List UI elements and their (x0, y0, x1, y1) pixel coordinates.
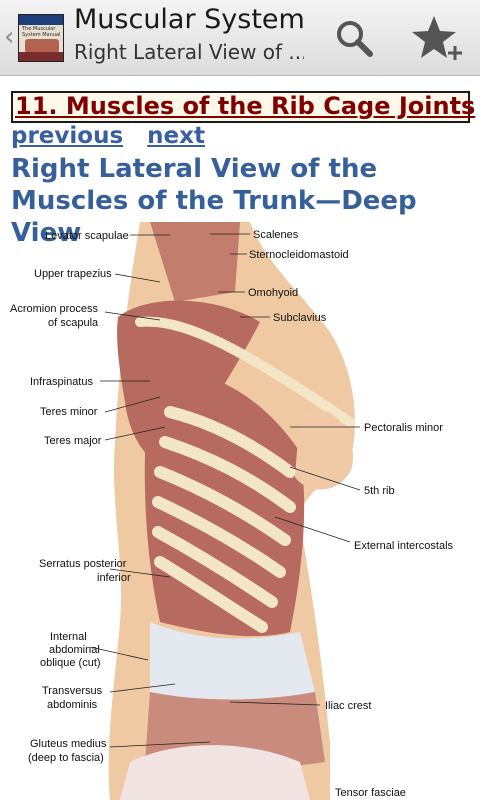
next-link[interactable]: next (147, 123, 205, 149)
chevron-left-icon[interactable]: ‹ (4, 22, 15, 52)
add-favorite-button[interactable] (410, 12, 468, 64)
label-sternocleidomastoid: Sternocleidomastoid (249, 249, 349, 261)
previous-link[interactable]: previous (11, 123, 124, 149)
label-pectoralis-minor: Pectoralis minor (364, 422, 443, 434)
label-internal-oblique-3: oblique (cut) (40, 657, 101, 669)
label-5th-rib: 5th rib (364, 485, 395, 497)
label-serratus-posterior: Serratus posterior (39, 558, 127, 570)
app-icon[interactable]: The Muscular System Manual (18, 14, 64, 62)
page-heading: Right Lateral View of the Muscles of the… (11, 154, 417, 248)
label-transversus-abdominis-2: abdominis (47, 699, 98, 711)
app-title: Muscular System (74, 4, 305, 35)
label-acromion-process: Acromion process (10, 303, 99, 315)
label-omohyoid: Omohyoid (248, 287, 298, 299)
search-icon (337, 21, 373, 57)
anatomy-figure: Levator scapulae Scalenes Sternocleidoma… (0, 222, 480, 800)
search-button[interactable] (330, 14, 380, 62)
star-add-icon (412, 16, 462, 60)
app-icon-text: The Muscular System Manual (22, 26, 61, 38)
content-area: 11. Muscles of the Rib Cage Joints previ… (0, 77, 480, 800)
label-teres-minor: Teres minor (40, 406, 98, 418)
label-internal-oblique-2: abdominal (49, 644, 100, 656)
app-icon-band (19, 15, 63, 25)
label-teres-major: Teres major (44, 435, 102, 447)
app-icon-band-bottom (19, 52, 63, 61)
label-transversus-abdominis: Transversus (42, 685, 103, 697)
label-serratus-posterior-2: inferior (97, 572, 131, 584)
anatomy-illustration: Levator scapulae Scalenes Sternocleidoma… (10, 222, 454, 800)
chapter-title-link[interactable]: 11. Muscles of the Rib Cage Joints (15, 92, 476, 120)
label-tensor-fasciae: Tensor fasciae (335, 787, 406, 799)
app-subtitle: Right Lateral View of ... (74, 40, 304, 64)
label-gluteus-medius-2: (deep to fascia) (28, 752, 104, 764)
label-levator-scapulae: Levator scapulae (45, 230, 129, 242)
action-bar: ‹ The Muscular System Manual Muscular Sy… (0, 0, 480, 76)
label-acromion-process-2: of scapula (48, 317, 99, 329)
label-internal-oblique: Internal (50, 631, 87, 643)
nav-links: previous next (11, 123, 221, 149)
label-external-intercostals: External intercostals (354, 540, 454, 552)
label-infraspinatus: Infraspinatus (30, 376, 93, 388)
label-iliac-crest: Iliac crest (325, 700, 371, 712)
label-scalenes: Scalenes (253, 229, 299, 241)
label-subclavius: Subclavius (273, 312, 327, 324)
app-icon-figure (25, 39, 59, 53)
chapter-box: 11. Muscles of the Rib Cage Joints (11, 91, 475, 123)
label-upper-trapezius: Upper trapezius (34, 268, 112, 280)
label-gluteus-medius: Gluteus medius (30, 738, 107, 750)
